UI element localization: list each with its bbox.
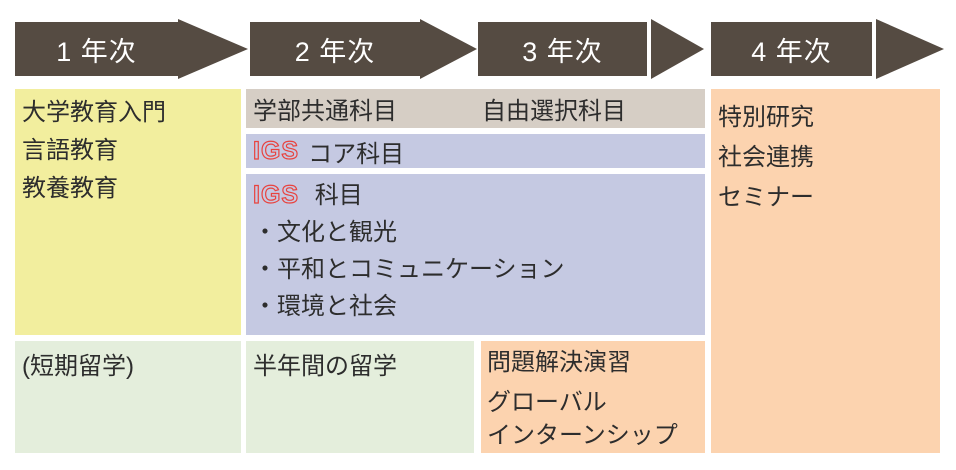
course-item: 教養教育 <box>22 175 118 202</box>
stage-arrow-year3-body: 3 年次 <box>478 22 647 76</box>
stage-arrow-year4-body: 4 年次 <box>711 22 872 76</box>
common-subjects-bar: 学部共通科目 自由選択科目 <box>246 89 705 128</box>
course-item: 問題解決演習 <box>487 349 631 376</box>
study-abroad-label: (短期留学) <box>22 353 134 380</box>
course-item: 特別研究 <box>718 104 814 131</box>
igs-subjects-title: IGS 科目 <box>252 177 701 214</box>
year1-foundation-block: 大学教育入門 言語教育 教養教育 <box>15 89 241 335</box>
free-electives-label: 自由選択科目 <box>482 98 626 125</box>
course-item: インターンシップ <box>487 422 678 449</box>
igs-core-label: コア科目 <box>308 140 405 168</box>
stage-arrow-year1: 1 年次 <box>15 19 248 79</box>
stage-arrow-year3-label: 3 年次 <box>522 36 603 67</box>
stage-arrow-year1-body: 1 年次 <box>15 22 178 76</box>
igs-topic-item: ・平和とコミュニケーション <box>253 256 565 283</box>
course-item: 社会連携 <box>718 144 814 171</box>
arrow-right-icon <box>651 19 704 79</box>
stage-arrow-year2: 2 年次 <box>250 19 477 79</box>
common-subjects-label: 学部共通科目 <box>253 98 397 125</box>
igs-subjects-block: IGS 科目 ・文化と観光 ・平和とコミュニケーション ・環境と社会 <box>246 174 705 335</box>
course-item: グローバル <box>487 389 607 416</box>
arrow-right-icon <box>876 19 944 79</box>
igs-topic-item: ・環境と社会 <box>253 293 397 320</box>
igs-topic-item: ・文化と観光 <box>253 219 397 246</box>
year2-study-abroad-block: 半年間の留学 <box>246 341 474 453</box>
stage-arrow-year2-body: 2 年次 <box>250 22 420 76</box>
stage-arrow-year4: 4 年次 <box>711 19 944 79</box>
igs-acronym: IGS <box>252 136 300 165</box>
year4-research-block: 特別研究 社会連携 セミナー <box>711 89 940 453</box>
arrow-right-icon <box>178 19 248 79</box>
study-abroad-label: 半年間の留学 <box>253 353 397 380</box>
stage-arrow-year4-label: 4 年次 <box>751 36 832 67</box>
year1-study-abroad-block: (短期留学) <box>15 341 241 453</box>
course-item: 言語教育 <box>22 137 118 164</box>
arrow-right-icon <box>420 19 477 79</box>
stage-arrow-year1-label: 1 年次 <box>56 36 137 67</box>
year3-practice-block: 問題解決演習 グローバル インターンシップ <box>481 341 705 453</box>
igs-acronym: IGS <box>252 180 300 209</box>
course-item: セミナー <box>718 184 814 211</box>
stage-arrow-year3: 3 年次 <box>478 19 704 79</box>
course-item: 大学教育入門 <box>22 99 166 126</box>
igs-core-bar: IGS コア科目 <box>246 134 705 168</box>
stage-arrow-year2-label: 2 年次 <box>294 36 376 67</box>
igs-subjects-label: 科目 <box>314 182 363 209</box>
